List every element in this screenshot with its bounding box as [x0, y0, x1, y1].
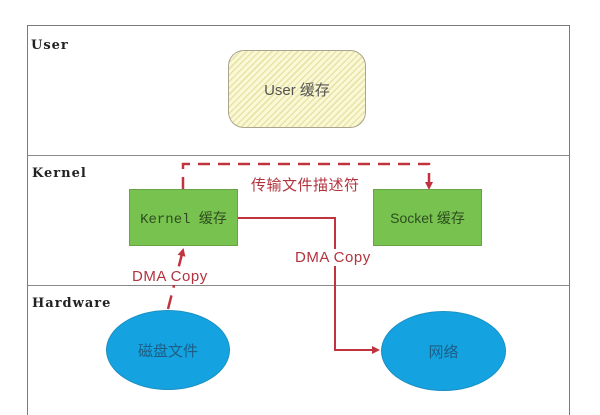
diagram-frame [27, 25, 570, 415]
network-label: 网络 [428, 342, 459, 361]
kernel-cache-node: Kernel 缓存 [129, 189, 238, 246]
disk-file-label: 磁盘文件 [137, 341, 198, 360]
kernel-to-network-arrow [238, 217, 380, 354]
layer-label-user: User [31, 38, 69, 53]
user-cache-node: User 缓存 [228, 50, 366, 128]
user-cache-label: User 缓存 [264, 81, 330, 99]
network-dma-copy-label: DMA Copy [293, 249, 373, 266]
descriptor-label: 传输文件描述符 [251, 174, 360, 195]
socket-cache-label: Socket 缓存 [390, 209, 465, 226]
layer-label-kernel: Kernel [32, 166, 87, 181]
kernel-cache-label: Kernel 缓存 [140, 211, 227, 228]
layer-label-hardware: Hardware [32, 296, 112, 311]
user-kernel-divider [27, 155, 570, 156]
kernel-hardware-divider [27, 285, 570, 286]
disk-dma-copy-label: DMA Copy [130, 268, 210, 285]
arrow-layer [166, 162, 433, 354]
disk-file-node: 磁盘文件 [106, 310, 230, 390]
descriptor-arrow [181, 162, 433, 190]
network-node: 网络 [381, 311, 506, 391]
socket-cache-node: Socket 缓存 [373, 189, 482, 246]
